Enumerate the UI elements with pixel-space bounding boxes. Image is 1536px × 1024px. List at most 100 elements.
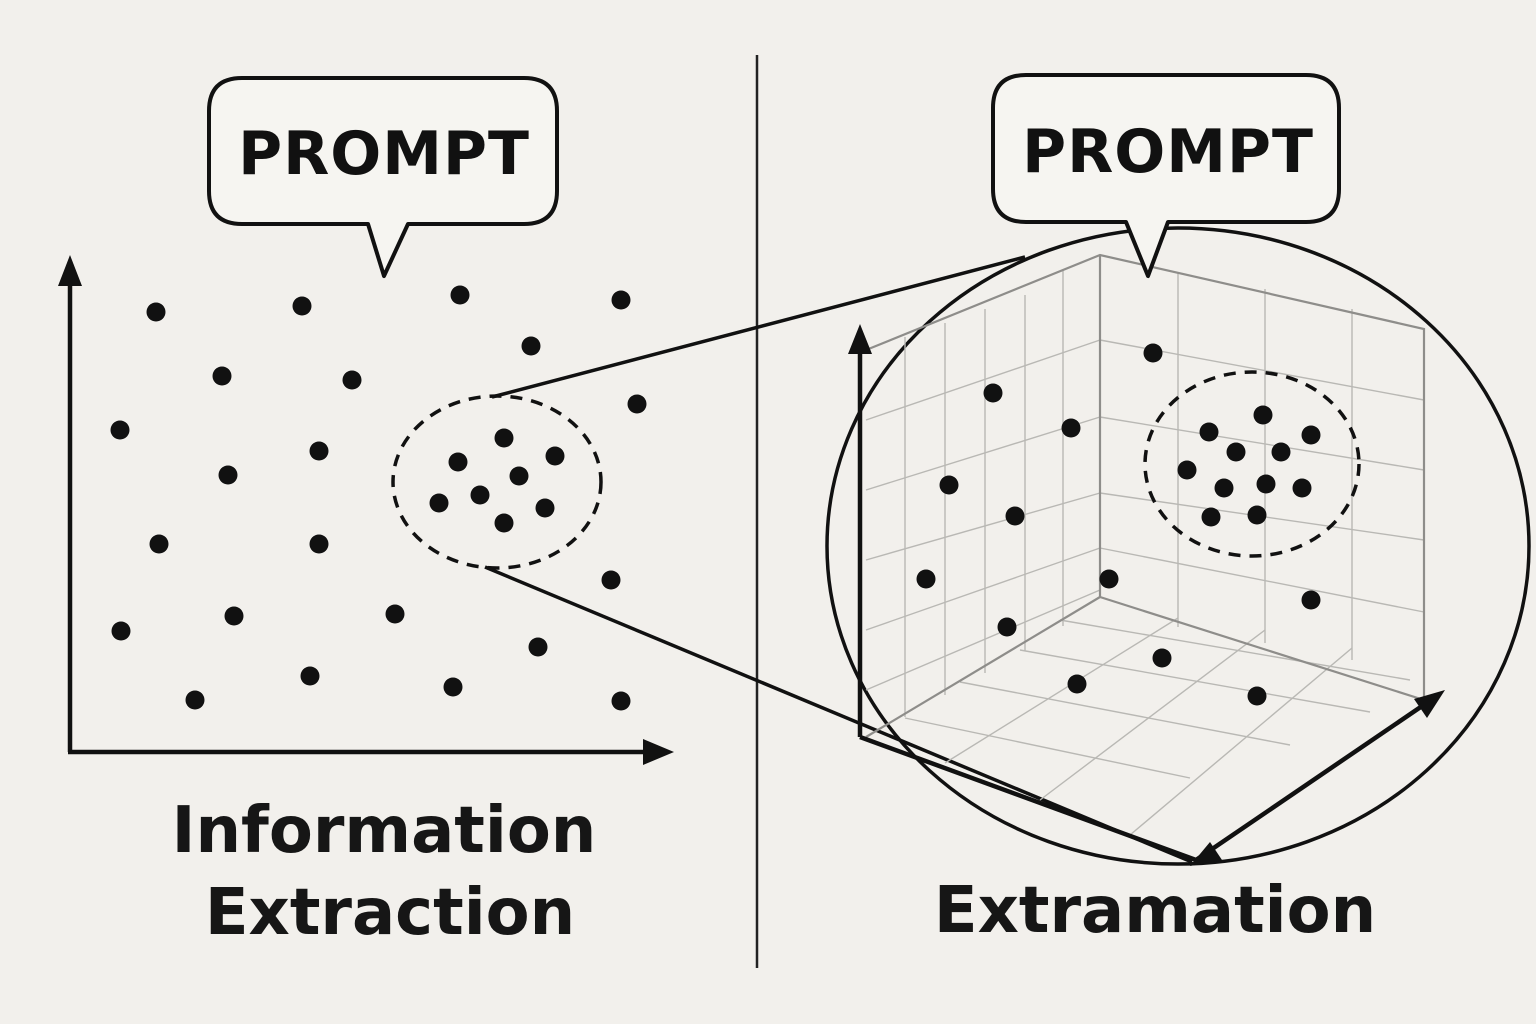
data-point	[385, 604, 405, 624]
data-point	[1005, 506, 1025, 526]
data-point	[627, 394, 647, 414]
right-prompt-bubble: PROMPT	[991, 73, 1341, 278]
left-prompt-label: PROMPT	[238, 119, 530, 189]
left-cluster-outline	[391, 394, 603, 570]
cluster-point	[1199, 422, 1219, 442]
cluster-point	[1247, 505, 1267, 525]
left-speech-bubble	[207, 76, 559, 278]
left-prompt-bubble: PROMPT	[207, 76, 559, 278]
data-point	[1067, 674, 1087, 694]
left-axes	[58, 255, 674, 765]
left-caption-line1: Information	[172, 794, 597, 868]
cluster-point	[494, 513, 514, 533]
cluster-point	[1201, 507, 1221, 527]
data-point	[309, 534, 329, 554]
cluster-point	[1226, 442, 1246, 462]
right-scatter-points	[916, 343, 1321, 706]
right-depth-arrowhead	[1414, 690, 1445, 718]
data-point	[611, 290, 631, 310]
left-y-arrowhead	[58, 255, 82, 286]
cluster-point	[1253, 405, 1273, 425]
data-point	[528, 637, 548, 657]
grid-line	[1099, 416, 1425, 471]
cluster-point	[448, 452, 468, 472]
data-point	[939, 475, 959, 495]
left-wall-grid	[865, 270, 1101, 717]
zoom-line-top	[491, 255, 1026, 399]
data-point	[224, 606, 244, 626]
cluster-point	[545, 446, 565, 466]
left-panel: PROMPT Information Extraction	[58, 76, 674, 950]
data-point	[1099, 569, 1119, 589]
right-cluster-points	[1177, 405, 1321, 527]
grid-line	[959, 681, 1291, 746]
right-cluster-outline	[1143, 370, 1361, 558]
right-panel: PROMPT Extramation	[825, 73, 1531, 948]
data-point	[983, 383, 1003, 403]
data-point	[1143, 343, 1163, 363]
data-point	[342, 370, 362, 390]
data-point	[1152, 648, 1172, 668]
cluster-point	[1301, 425, 1321, 445]
right-speech-bubble	[991, 73, 1341, 278]
data-point	[1061, 418, 1081, 438]
left-x-arrowhead	[643, 739, 674, 765]
cluster-point	[535, 498, 555, 518]
grid-line	[1099, 547, 1425, 613]
cluster-point	[494, 428, 514, 448]
grid-line	[1039, 629, 1266, 801]
right-vertical-arrowhead	[848, 324, 872, 354]
grid-line	[944, 617, 1179, 764]
data-point	[443, 677, 463, 697]
data-point	[309, 441, 329, 461]
data-point	[110, 420, 130, 440]
data-point	[611, 691, 631, 711]
data-point	[300, 666, 320, 686]
data-point	[218, 465, 238, 485]
data-point	[1301, 590, 1321, 610]
grid-line	[1059, 619, 1411, 681]
grid-line	[1019, 649, 1371, 713]
zoom-line-bottom	[484, 565, 1193, 864]
cube-top-edges	[865, 253, 1426, 700]
grid-line	[865, 589, 1101, 691]
grid-line	[1129, 647, 1353, 836]
right-prompt-label: PROMPT	[1022, 117, 1314, 187]
data-point	[111, 621, 131, 641]
floor-grid	[904, 617, 1411, 836]
data-point	[292, 296, 312, 316]
cluster-point	[1214, 478, 1234, 498]
right-origin-arrowhead	[1190, 842, 1222, 866]
cluster-point	[429, 493, 449, 513]
magnifier-lens	[825, 226, 1531, 866]
data-point	[1247, 686, 1267, 706]
cube-floor-left-edge	[865, 596, 1101, 738]
cluster-point	[509, 466, 529, 486]
cluster-point	[1271, 442, 1291, 462]
grid-line	[904, 717, 1191, 779]
data-point	[450, 285, 470, 305]
data-point	[521, 336, 541, 356]
right-caption: Extramation	[934, 874, 1376, 948]
cluster-point	[1256, 474, 1276, 494]
data-point	[212, 366, 232, 386]
data-point	[601, 570, 621, 590]
cube-edges	[865, 253, 1426, 738]
right-axes	[848, 324, 1445, 866]
cluster-point	[470, 485, 490, 505]
cluster-point	[1177, 460, 1197, 480]
back-wall-grid	[1099, 272, 1425, 660]
left-caption-line2: Extraction	[205, 876, 575, 950]
data-point	[916, 569, 936, 589]
right-front-axis	[859, 734, 1197, 863]
left-scatter-points	[110, 285, 647, 711]
right-depth-axis	[1194, 700, 1430, 862]
data-point	[185, 690, 205, 710]
cube-floor-right-edge	[1099, 595, 1425, 702]
data-point	[149, 534, 169, 554]
data-point	[146, 302, 166, 322]
data-point	[997, 617, 1017, 637]
left-cluster-points	[429, 428, 565, 533]
